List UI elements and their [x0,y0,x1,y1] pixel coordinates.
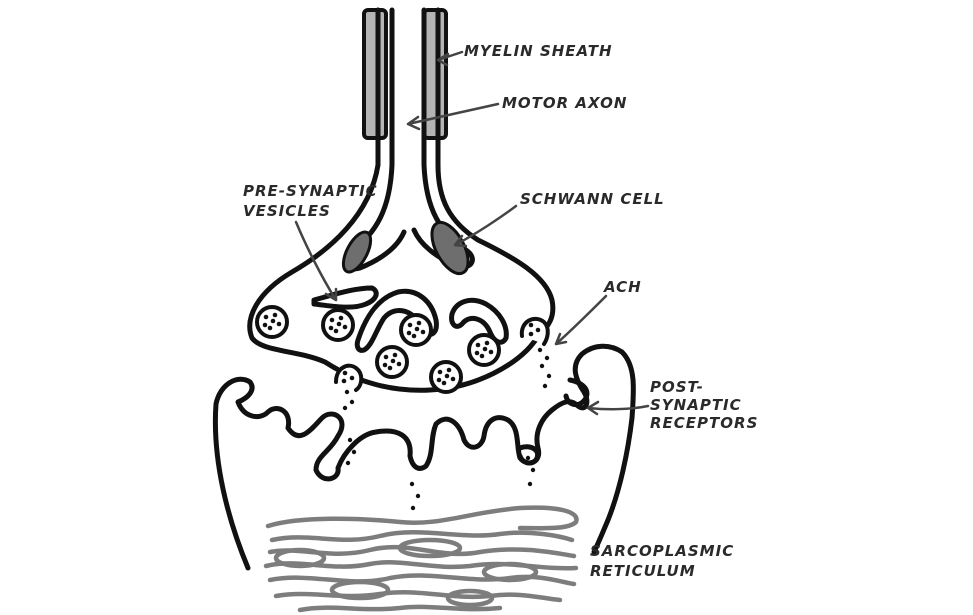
pre-synaptic-vesicles [255,305,550,394]
vesicle [375,345,409,379]
label-myelin-sheath: MYELIN SHEATH [464,42,613,60]
vesicle [467,333,501,367]
vesicle [399,313,433,347]
label-sarcoplasmic-line2: RETICULUM [590,562,696,580]
label-ach: ACH [603,278,642,296]
label-motor-axon: MOTOR AXON [502,94,627,112]
fusing-vesicle [334,363,364,392]
arrow-schwann-cell [453,204,518,248]
label-pre-synaptic-line1: PRE-SYNAPTIC [243,182,378,200]
arrow-myelin-sheath [436,50,464,67]
post-synaptic-receptors [517,377,590,466]
fusing-vesicle [519,316,550,346]
label-sarcoplasmic-line1: SARCOPLASMIC [590,542,734,560]
label-post-synaptic-line2: SYNAPTIC [650,396,742,414]
vesicle [429,360,463,394]
post-synaptic-membrane [212,343,636,571]
label-arrows [294,50,650,416]
sarcoplasmic-reticulum [263,505,579,613]
label-post-synaptic-line3: RECEPTORS [650,414,758,432]
motor-axon-inner-right [411,7,475,270]
label-schwann-cell: SCHWANN CELL [520,190,665,208]
vesicle [321,308,355,342]
ach-molecules [342,347,552,511]
arrow-pre-synaptic-vesicles [294,220,338,302]
arrow-post-synaptic-receptors [586,400,650,416]
label-pre-synaptic-line2: VESICLES [243,202,331,220]
arrow-ach [554,294,608,346]
label-post-synaptic-line1: POST- [650,378,704,396]
vesicle [255,305,289,339]
arrow-motor-axon [406,102,500,131]
presynaptic-terminal-outline [247,7,556,393]
